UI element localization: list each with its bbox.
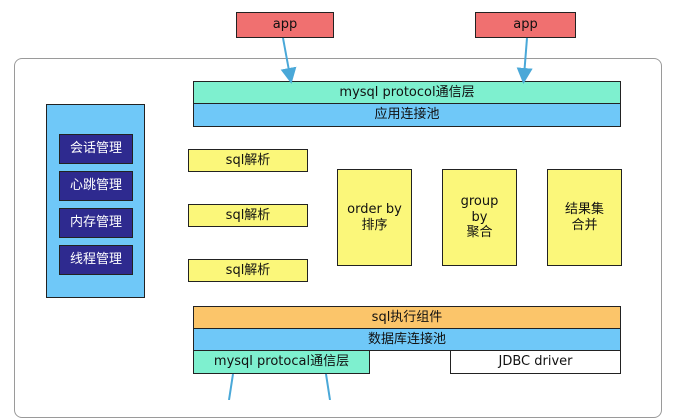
session-management: 会话管理 bbox=[59, 134, 133, 164]
merge-label: 合并 bbox=[571, 217, 598, 233]
sql-executor: sql执行组件 bbox=[193, 306, 621, 329]
result-set-label: 结果集 bbox=[564, 201, 604, 217]
top-protocol-layer: mysql protocol通信层 bbox=[193, 81, 621, 104]
thread-management: 线程管理 bbox=[59, 245, 133, 275]
sql-parser-3: sql解析 bbox=[188, 259, 308, 282]
by-label: by bbox=[471, 209, 488, 225]
db-connection-pool: 数据库连接池 bbox=[193, 328, 621, 351]
memory-management: 内存管理 bbox=[59, 208, 133, 238]
group-by-aggregate: group by 聚合 bbox=[442, 169, 517, 266]
heartbeat-management: 心跳管理 bbox=[59, 171, 133, 201]
result-set-merge: 结果集 合并 bbox=[547, 169, 622, 266]
app-box-right: app bbox=[475, 12, 576, 38]
app-connection-pool: 应用连接池 bbox=[193, 103, 621, 127]
group-label: group bbox=[460, 194, 499, 210]
order-by-sort: order by 排序 bbox=[337, 169, 412, 266]
aggregate-label: 聚合 bbox=[466, 225, 493, 241]
sql-parser-1: sql解析 bbox=[188, 149, 308, 172]
app-box-left: app bbox=[236, 12, 334, 38]
jdbc-driver: JDBC driver bbox=[450, 350, 621, 374]
sort-label: 排序 bbox=[361, 217, 388, 233]
order-by-label: order by bbox=[347, 201, 402, 217]
bottom-protocol-layer: mysql protocal通信层 bbox=[193, 350, 370, 374]
sql-parser-2: sql解析 bbox=[188, 204, 308, 227]
